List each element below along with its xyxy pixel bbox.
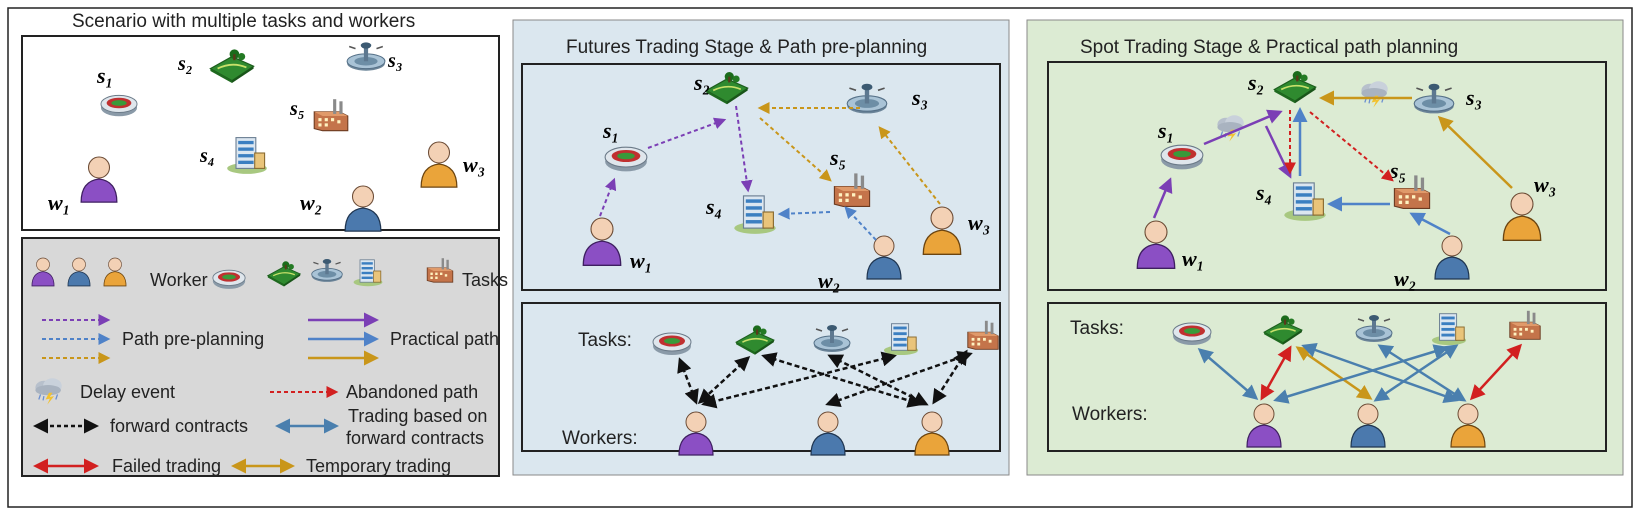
legend-tasks: Tasks	[462, 270, 508, 290]
label-s3: s₃	[1465, 85, 1482, 110]
legend-temporary-trading: Temporary trading	[306, 456, 451, 476]
practical-arrow-w3-s3	[1437, 115, 1513, 189]
contract-arrow	[932, 349, 968, 405]
stadium-icon	[212, 269, 246, 290]
stadium-icon	[1172, 322, 1212, 346]
label-s2: s₂	[693, 70, 710, 95]
label-s4: s₄	[705, 194, 722, 219]
futures-workers-label: Workers:	[562, 428, 638, 449]
legend-abandoned-path: Abandoned path	[346, 382, 478, 402]
futures-tasks-label: Tasks:	[578, 330, 632, 351]
preplan-arrow-s5-s4	[777, 207, 831, 220]
label-w3: w₃	[463, 152, 485, 177]
practical-arrow-w2-s5	[1409, 212, 1451, 236]
spot-path-box	[1047, 61, 1607, 291]
label-s1: s₁	[602, 118, 619, 143]
legend-worker: Worker	[150, 270, 208, 290]
label-s1: s₁	[96, 63, 113, 88]
legend-failed-trading: Failed trading	[112, 456, 221, 476]
preplan-arrow-s2-s4	[735, 105, 753, 193]
label-w1: w₁	[1182, 246, 1204, 271]
label-w1: w₁	[48, 190, 70, 215]
label-w1: w₁	[630, 248, 652, 273]
legend-trading-forward-line2: forward contracts	[346, 428, 484, 448]
legend-trading-forward-line1: Trading based on	[348, 406, 487, 426]
stadium-icon	[604, 146, 648, 172]
stadium-icon	[100, 94, 138, 117]
label-s5: s₅	[829, 145, 846, 170]
label-s2: s₂	[177, 53, 193, 75]
label-w2: w₂	[300, 190, 322, 215]
label-s1: s₁	[1157, 118, 1174, 143]
practical-arrow-s1-s2	[1203, 109, 1283, 146]
stadium-icon	[1160, 144, 1204, 170]
scenario-title: Scenario with multiple tasks and workers	[72, 11, 416, 32]
practical-arrow-w1-s1	[1152, 177, 1173, 219]
spot-trade-arrow	[1197, 348, 1259, 400]
legend-path-preplanning: Path pre-planning	[122, 329, 264, 349]
outer-frame	[7, 7, 1633, 508]
legend-forward-contracts: forward contracts	[110, 416, 248, 436]
preplan-arrow-s2-s5	[759, 117, 832, 182]
failed-trade-arrow	[1469, 343, 1523, 401]
label-s3: s₃	[911, 85, 928, 110]
label-s4: s₄	[1255, 180, 1272, 205]
spot-workers-label: Workers:	[1072, 404, 1148, 425]
stadium-icon	[652, 332, 692, 356]
spot-trade-arrow	[1373, 344, 1459, 402]
label-s3: s₃	[387, 50, 403, 72]
label-s2: s₂	[1247, 70, 1264, 95]
spot-tasks-label: Tasks:	[1070, 318, 1124, 339]
label-w3: w₃	[968, 210, 990, 235]
legend-delay-event: Delay event	[80, 382, 175, 402]
label-s4: s₄	[199, 145, 215, 167]
label-w2: w₂	[1394, 266, 1416, 291]
legend-practical-path: Practical path	[390, 329, 499, 349]
label-s5: s₅	[289, 98, 305, 120]
preplan-arrow-w2-s5	[844, 206, 877, 241]
label-w2: w₂	[818, 268, 840, 293]
abandoned-arrow-s2-s5	[1309, 111, 1394, 182]
spot-title: Spot Trading Stage & Practical path plan…	[1080, 37, 1459, 58]
futures-title: Futures Trading Stage & Path pre-plannin…	[566, 37, 928, 58]
preplan-arrow-w3-s3	[878, 126, 941, 205]
label-w3: w₃	[1534, 172, 1556, 197]
